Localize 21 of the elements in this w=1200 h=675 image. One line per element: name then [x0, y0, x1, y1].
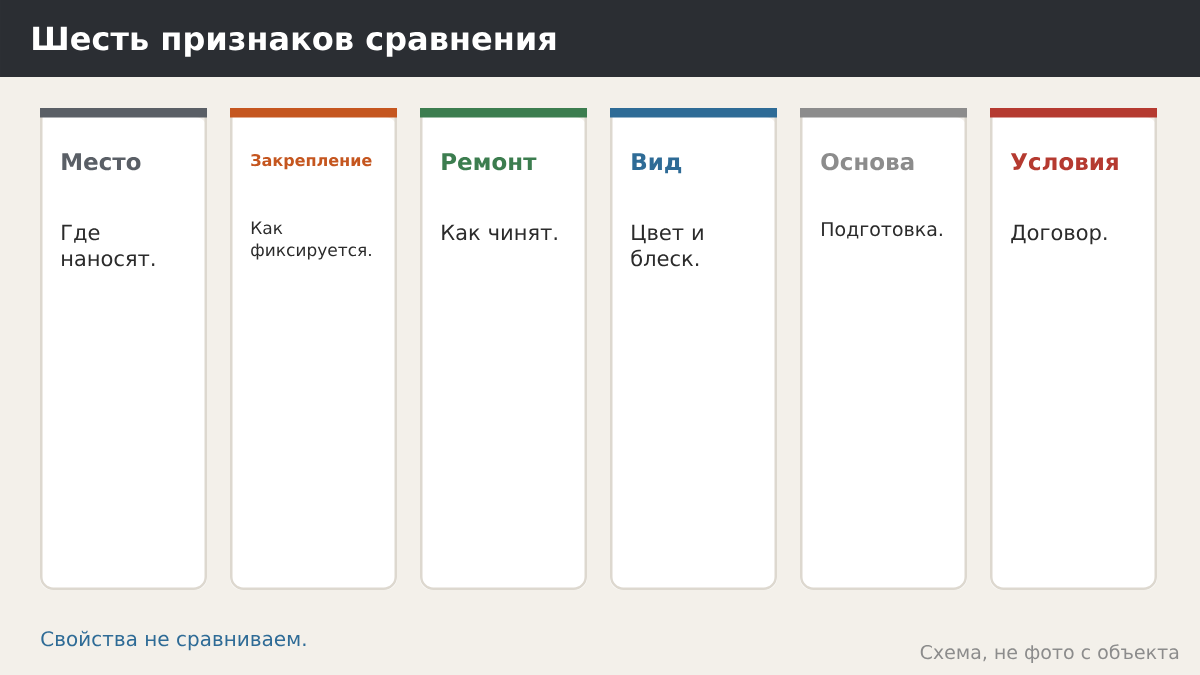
card-heading: Закрепление — [251, 154, 372, 170]
note: Схема, не фото с объекта — [920, 644, 1179, 663]
note: Свойства не сравниваем. — [41, 630, 306, 651]
card-heading: Основа — [821, 152, 914, 171]
card — [990, 108, 1157, 590]
card — [610, 108, 777, 590]
card-text: Подготовка. — [822, 222, 942, 239]
card-text: Цвет и блеск. — [631, 224, 703, 267]
card-text: Где наносят. — [62, 224, 155, 267]
card — [230, 108, 397, 590]
card-text: Как чинят. — [442, 224, 557, 241]
card-text: Договор. — [1011, 224, 1107, 245]
card-heading: Вид — [632, 153, 682, 174]
title: Шесть признаков сравнения — [33, 26, 556, 57]
card-heading: Место — [62, 153, 141, 171]
card-text: Как фиксируется. — [251, 221, 371, 260]
card — [40, 108, 207, 590]
card — [420, 108, 587, 590]
card-heading: Ремонт — [442, 153, 537, 171]
card — [800, 108, 967, 590]
card-heading: Условия — [1010, 153, 1118, 171]
